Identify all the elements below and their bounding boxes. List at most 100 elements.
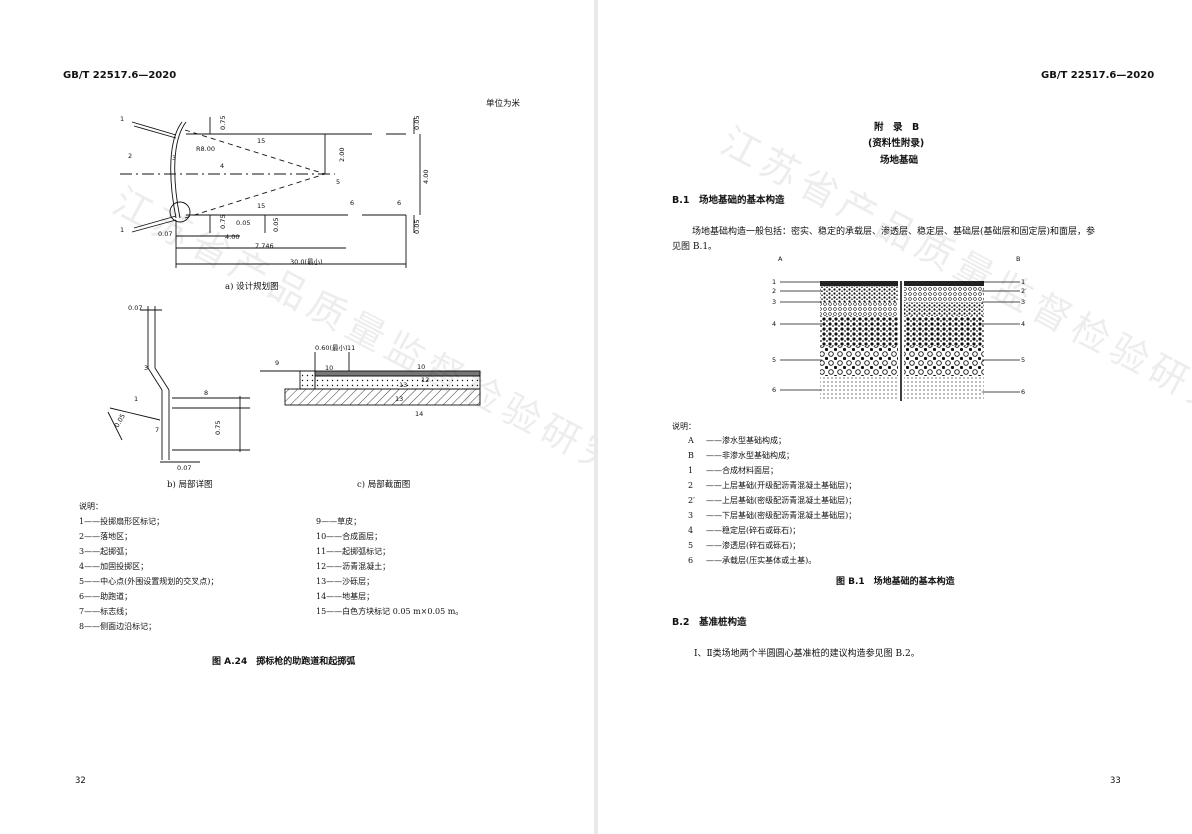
appendix-title: 附 录 B [874, 122, 920, 133]
legend-item: 1——投掷扇形区标记； [79, 517, 165, 526]
svg-text:3: 3 [144, 364, 148, 372]
svg-text:5: 5 [336, 178, 340, 186]
svg-text:0.05: 0.05 [413, 220, 421, 234]
svg-text:3: 3 [1021, 298, 1025, 306]
svg-text:6: 6 [772, 386, 776, 394]
figure-a-caption: a) 设计规划图 [225, 282, 279, 292]
sector-line-top [131, 121, 177, 136]
legend-item: 7——标志线； [79, 607, 133, 616]
svg-text:9: 9 [275, 359, 279, 367]
legend-item: 12——沥青混凝土； [316, 562, 391, 571]
legend-item: 6——承载层(压实基体或土基)。 [688, 556, 817, 565]
svg-text:4: 4 [772, 320, 776, 328]
svg-text:0.07: 0.07 [158, 230, 172, 238]
svg-text:0.05: 0.05 [413, 116, 421, 130]
figure-b1-foundation-layers: A B 1 2 3 4 5 6 1 2′ 3 4 5 6 [772, 255, 1027, 401]
legend-item: 4——稳定层(碎石或砾石)； [688, 526, 801, 535]
legend-item: 9——草皮； [316, 517, 362, 526]
legend-item: 2′——上层基础(密级配沥青混凝土基础层)； [688, 496, 857, 505]
svg-text:1: 1 [120, 115, 124, 123]
legend-item: 1——合成材料面层； [688, 466, 778, 475]
legend-item: 10——合成面层； [316, 532, 383, 541]
standard-number: GB/T 22517.6—2020 [63, 70, 177, 81]
svg-text:0.07: 0.07 [128, 304, 142, 312]
section-heading-b1: B.1 场地基础的基本构造 [672, 195, 785, 206]
figure-c-caption: c) 局部截面图 [357, 480, 411, 490]
svg-text:8: 8 [204, 389, 208, 397]
svg-text:2: 2 [128, 152, 132, 160]
arc-end-circle [169, 201, 191, 223]
b1-paragraph-line1: 场地基础构造一般包括：密实、稳定的承载层、渗透层、稳定层、基础层(基础层和固定层… [692, 227, 1096, 237]
legend-item: 5——渗透层(碎石或砾石)； [688, 541, 801, 550]
figure-b-caption: b) 局部详图 [167, 480, 213, 490]
svg-text:7: 7 [155, 426, 159, 434]
section-heading-b2: B.2 基准桩构造 [672, 617, 747, 628]
legend-item: 3——下层基础(密级配沥青混凝土基础层)； [688, 511, 857, 520]
legend-item: B——非渗水型基础构成； [688, 451, 794, 460]
svg-text:0.05: 0.05 [113, 412, 127, 429]
svg-text:15: 15 [257, 202, 265, 210]
legend-item: 11——起掷弧标记； [316, 547, 391, 556]
page-number: 32 [75, 776, 86, 786]
svg-text:A: A [778, 255, 783, 263]
svg-text:6: 6 [350, 199, 354, 207]
legend-item: 3——起掷弧； [79, 547, 133, 556]
left-page: GB/T 22517.6—2020 单位为米 [0, 0, 594, 834]
svg-text:0.07: 0.07 [177, 464, 191, 472]
svg-text:4.00: 4.00 [225, 233, 239, 241]
legend-item: 13——沙砾层； [316, 577, 375, 586]
svg-text:30.0(最小): 30.0(最小) [290, 257, 323, 266]
svg-text:6: 6 [1021, 388, 1025, 396]
radius-dashed-top [184, 129, 326, 175]
b2-paragraph: Ⅰ、Ⅱ类场地两个半圆圆心基准桩的建议构造参见图 B.2。 [694, 649, 920, 659]
radius-dashed-bottom [184, 173, 326, 219]
svg-text:11: 11 [347, 344, 355, 352]
svg-text:4.00: 4.00 [422, 170, 430, 184]
b1-paragraph-line2: 见图 B.1。 [672, 242, 718, 252]
svg-text:7.746: 7.746 [255, 242, 274, 250]
svg-text:4: 4 [220, 162, 224, 170]
svg-text:10: 10 [417, 363, 425, 371]
legend-title: 说明： [79, 502, 103, 511]
svg-text:B: B [1016, 255, 1020, 263]
svg-text:0.75: 0.75 [219, 116, 227, 130]
svg-text:14: 14 [415, 410, 423, 418]
legend-item: 4——加固投掷区； [79, 562, 149, 571]
appendix-name: 场地基础 [880, 155, 919, 166]
page-number: 33 [1110, 776, 1121, 786]
figure-c-section-drawing: 9 0.60(最小) 11 10 10 12 13 13 14 [260, 343, 481, 418]
figure-b-detail-drawing: 0.07 3 8 1 7 0.07 0.05 0.75 [107, 304, 250, 472]
svg-text:R8.00: R8.00 [196, 145, 215, 153]
legend-item: 2——落地区； [79, 532, 133, 541]
legend-item: 5——中心点(外围设置规划的交叉点)； [79, 577, 219, 586]
svg-text:3: 3 [172, 154, 176, 162]
svg-text:0.05: 0.05 [272, 218, 280, 232]
svg-text:13: 13 [399, 381, 407, 389]
throwing-arc [170, 121, 183, 219]
standard-number: GB/T 22517.6—2020 [1041, 70, 1155, 81]
svg-text:13: 13 [395, 395, 403, 403]
svg-text:2.00: 2.00 [338, 148, 346, 162]
right-page: GB/T 22517.6—2020 附 录 B (资料性附录) 场地基础 B.1… [598, 0, 1192, 834]
legend-item: 8——侧面边沿标记； [79, 622, 157, 631]
unit-note: 单位为米 [486, 99, 521, 109]
svg-text:3: 3 [772, 298, 776, 306]
legend-title: 说明： [672, 422, 696, 431]
svg-text:5: 5 [1021, 356, 1025, 364]
svg-text:5: 5 [772, 356, 776, 364]
legend-item: A——渗水型基础构成； [688, 436, 786, 445]
svg-text:15: 15 [257, 137, 265, 145]
svg-text:12: 12 [421, 376, 429, 384]
svg-text:0.75: 0.75 [214, 421, 222, 435]
figure-caption: 图 A.24 掷标枪的助跑道和起掷弧 [212, 657, 356, 667]
svg-text:0.75: 0.75 [219, 215, 227, 229]
appendix-type: (资料性附录) [868, 138, 925, 149]
svg-text:1: 1 [134, 395, 138, 403]
svg-text:2: 2 [772, 287, 776, 295]
legend-item: 2——上层基础(开级配沥青混凝土基础层)； [688, 481, 857, 490]
legend-item: 14——地基层； [316, 592, 375, 601]
svg-text:2′: 2′ [1021, 287, 1027, 295]
svg-text:0.60(最小): 0.60(最小) [315, 343, 348, 352]
svg-text:10: 10 [325, 364, 333, 372]
sector-line-bottom [131, 219, 177, 233]
